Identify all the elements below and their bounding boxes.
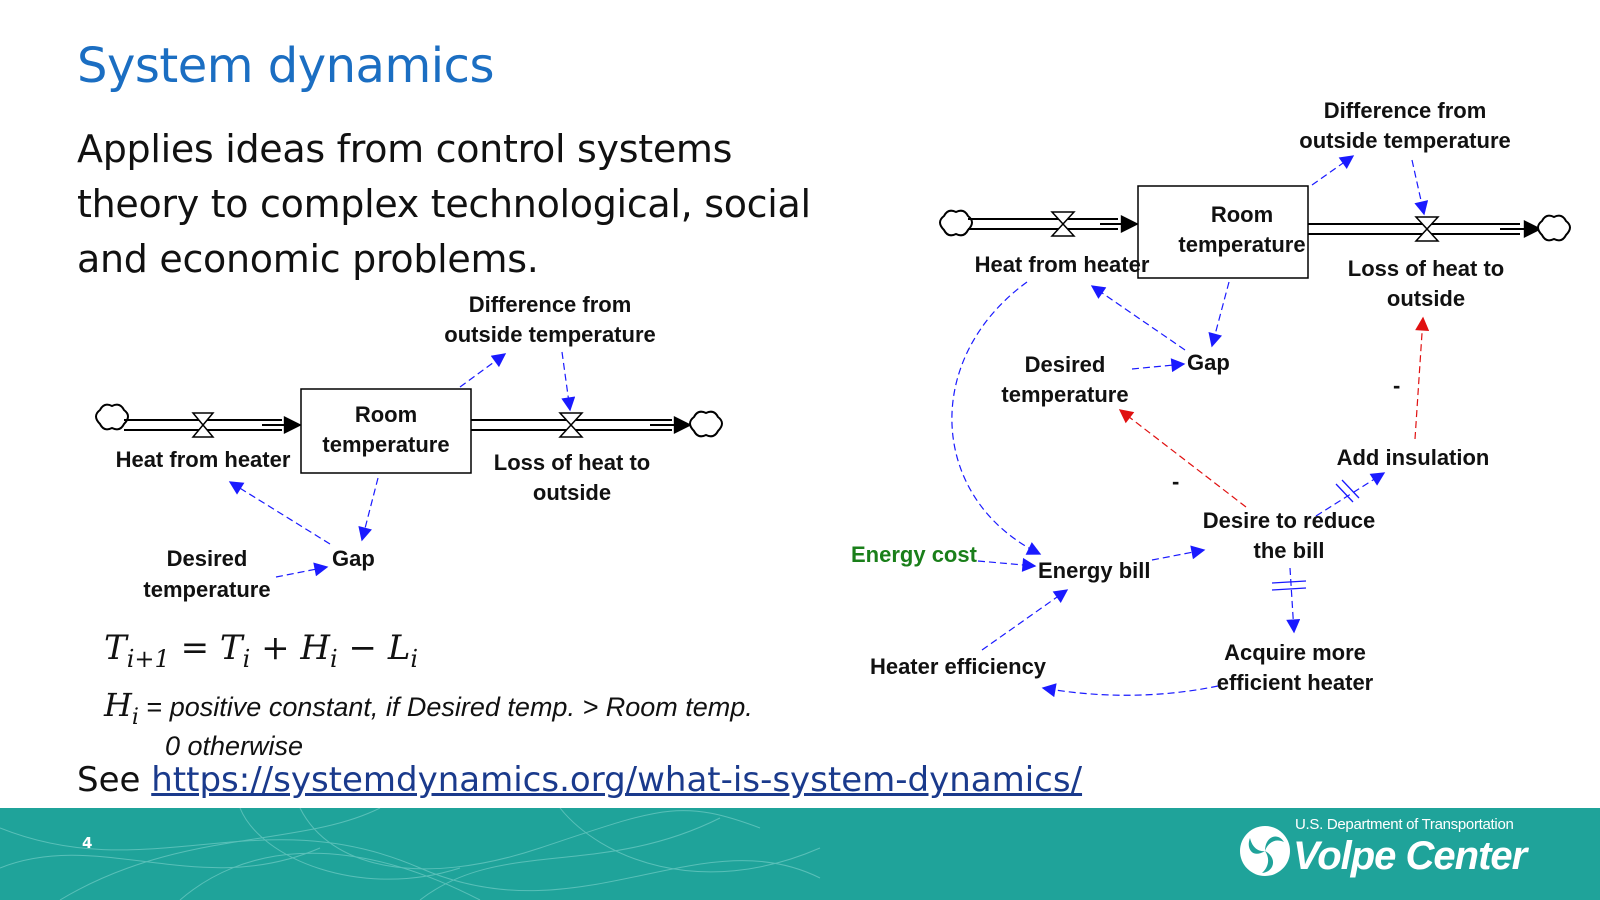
right-energy-bill-label: Energy bill xyxy=(1038,558,1150,583)
left-cloud-sink-icon xyxy=(689,410,723,438)
right-link-acquire-to-efficiency xyxy=(1041,683,1219,698)
left-gap-label: Gap xyxy=(332,546,375,571)
right-link-gap-to-heat xyxy=(1090,285,1186,351)
right-link-desire-to-acquire xyxy=(1286,567,1301,634)
right-link-desire-to-insulation xyxy=(1315,472,1386,517)
right-outflow-label: Loss of heat to xyxy=(1348,256,1504,281)
left-inflow-valve-icon xyxy=(191,412,215,438)
page-number: 4 xyxy=(82,834,93,852)
left-link-stock-to-gap xyxy=(358,477,379,542)
left-stock-label: temperature xyxy=(322,432,449,457)
right-link-stock-to-gap xyxy=(1208,281,1230,348)
left-difference-label: outside temperature xyxy=(444,322,656,347)
right-cloud-sink-icon xyxy=(1537,214,1571,242)
equation-heat-rule: Hi = positive constant, if Desired temp.… xyxy=(104,686,753,730)
right-link-desired-to-gap xyxy=(1131,358,1186,373)
left-outflow-valve-icon xyxy=(558,412,584,438)
left-desired-label: Desired xyxy=(167,546,248,571)
right-link-bill-to-desire xyxy=(1151,545,1206,561)
right-difference-label: Difference from xyxy=(1324,98,1487,123)
right-acquire-label: efficient heater xyxy=(1217,670,1374,695)
equation-heat-otherwise: 0 otherwise xyxy=(165,731,304,761)
right-difference-label: outside temperature xyxy=(1299,128,1511,153)
right-link-cost-to-bill xyxy=(977,557,1037,572)
left-link-desired-to-gap xyxy=(275,562,329,578)
right-link-heat-to-bill xyxy=(951,281,1042,555)
reference-link[interactable]: https://systemdynamics.org/what-is-syste… xyxy=(151,760,1083,800)
left-stock-box xyxy=(300,388,472,474)
left-cloud-source-icon xyxy=(95,403,129,431)
left-desired-label: temperature xyxy=(143,577,270,602)
left-link-stock-to-difference xyxy=(459,353,507,388)
left-link-difference-to-loss xyxy=(561,351,576,412)
left-diagram: Room temperature Heat from heater Loss o… xyxy=(95,292,723,602)
right-delay-marks xyxy=(1271,479,1360,591)
left-outflow-label: Loss of heat to xyxy=(494,450,650,475)
left-difference-label: Difference from xyxy=(469,292,632,317)
intro-text: Applies ideas from control systems theor… xyxy=(77,127,811,281)
right-link-stock-to-difference xyxy=(1311,155,1355,186)
right-inflow-valve-icon xyxy=(1050,211,1076,237)
right-inflow-pipe xyxy=(968,215,1139,233)
right-inflow-label: Heat from heater xyxy=(975,252,1150,277)
right-heater-efficiency-label: Heater efficiency xyxy=(870,654,1047,679)
right-desire-reduce-label: the bill xyxy=(1254,538,1325,563)
right-stock-box xyxy=(1137,185,1309,279)
right-outflow-valve-icon xyxy=(1414,216,1440,242)
right-acquire-label: Acquire more xyxy=(1224,640,1366,665)
left-outflow-label: outside xyxy=(533,480,611,505)
footer-bar: 4 U.S. Department of Transportation Volp… xyxy=(0,808,1600,900)
slide-title: System dynamics xyxy=(77,38,494,94)
footer-swirl-pattern xyxy=(0,808,821,900)
stock-flow-diagrams: Room temperature Heat from heater Loss o… xyxy=(95,98,1571,698)
right-desire-reduce-label: Desire to reduce xyxy=(1203,508,1375,533)
left-inflow-label: Heat from heater xyxy=(116,447,291,472)
right-cloud-source-icon xyxy=(939,209,973,237)
right-stock-label: Room xyxy=(1211,202,1273,227)
right-minus-sign-desired: - xyxy=(1172,469,1179,494)
right-diagram: Room temperature Heat from heater Loss o… xyxy=(851,98,1571,698)
right-desired-label: temperature xyxy=(1001,382,1128,407)
right-stock-label: temperature xyxy=(1178,232,1305,257)
dot-triskelion-icon xyxy=(1240,826,1290,876)
right-link-insulation-to-loss xyxy=(1414,316,1430,440)
right-link-difference-to-loss xyxy=(1411,159,1429,216)
equation-temperature: Ti+1 = Ti + Hi − Li xyxy=(104,628,419,673)
right-gap-label: Gap xyxy=(1187,350,1230,375)
reference-prefix: See xyxy=(77,760,141,800)
reference-line: See https://systemdynamics.org/what-is-s… xyxy=(77,760,1082,800)
right-link-efficiency-to-bill xyxy=(981,589,1069,651)
left-outflow-pipe xyxy=(471,416,692,434)
right-minus-sign-insulation: - xyxy=(1393,373,1400,398)
right-outflow-label: outside xyxy=(1387,286,1465,311)
right-link-desire-to-desired xyxy=(1118,409,1247,508)
left-stock-label: Room xyxy=(355,402,417,427)
right-desired-label: Desired xyxy=(1025,352,1106,377)
right-outflow-pipe xyxy=(1308,220,1542,238)
left-inflow-pipe xyxy=(124,416,302,434)
right-add-insulation-label: Add insulation xyxy=(1337,445,1490,470)
volpe-center-logo-text: Volpe Center xyxy=(1293,834,1527,878)
right-energy-cost-label: Energy cost xyxy=(851,542,978,567)
left-link-gap-to-heat xyxy=(228,481,331,545)
department-name: U.S. Department of Transportation xyxy=(1295,816,1514,833)
